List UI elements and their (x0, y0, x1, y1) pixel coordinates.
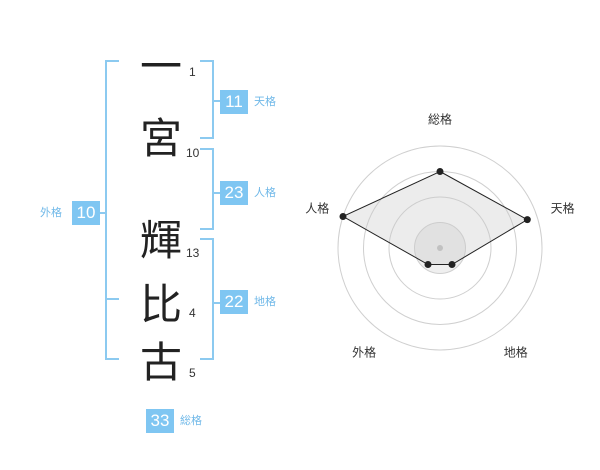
soukaku-label: 総格 (180, 414, 202, 427)
name-char-4: 比 (140, 280, 183, 329)
radar-axis-label-3: 外格 (352, 345, 377, 360)
radar-center (437, 245, 443, 251)
tenkaku-label: 天格 (254, 95, 276, 108)
radar-point-2 (448, 261, 456, 269)
stroke-count-3: 13 (186, 246, 200, 260)
radar-point-4 (339, 212, 347, 220)
radar-point-3 (424, 261, 432, 269)
radar-ring-1 (414, 222, 466, 274)
chikaku-value: 22 (220, 290, 248, 314)
jinkaku-label: 人格 (254, 186, 276, 199)
radar-ring-3 (363, 171, 517, 325)
gaikaku-value: 10 (72, 201, 100, 225)
stroke-count-2: 10 (186, 146, 200, 160)
stroke-count-5: 5 (189, 366, 196, 380)
name-char-5: 古 (140, 338, 183, 387)
radar-point-0 (436, 168, 444, 175)
stroke-count-1: 1 (189, 65, 196, 79)
chikaku-label: 地格 (254, 295, 276, 308)
name-char-2: 宮 (140, 114, 183, 163)
jinkaku-value: 23 (220, 181, 248, 205)
soukaku-value: 33 (146, 409, 174, 433)
radar-axis-label-0: 総格 (427, 112, 453, 127)
radar-polygon (341, 170, 529, 266)
radar-ring-2 (388, 196, 492, 300)
radar-axis-label-2: 地格 (503, 345, 528, 360)
radar-ring-4 (337, 145, 543, 351)
name-char-1: 一 (140, 42, 183, 91)
radar-axis-label-4: 人格 (305, 201, 330, 216)
name-char-3: 輝 (140, 216, 183, 265)
stroke-count-4: 4 (189, 306, 196, 320)
radar-axis-label-1: 天格 (550, 201, 575, 216)
tenkaku-value: 11 (220, 90, 248, 114)
gaikaku-label: 外格 (40, 206, 62, 219)
radar-point-1 (523, 216, 531, 224)
